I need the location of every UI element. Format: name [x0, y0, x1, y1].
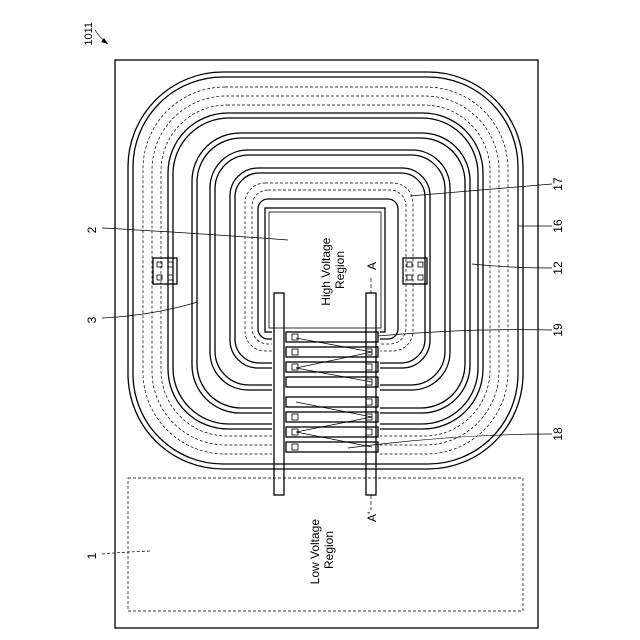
ref-numeral-19: 19: [551, 323, 565, 337]
ref-numeral-18: 18: [551, 427, 565, 441]
ref-numeral-2: 2: [85, 226, 99, 233]
ref-numeral-12: 12: [551, 261, 565, 275]
section-mark-a-prime: A': [365, 512, 379, 522]
high-voltage-label: High Voltage Region: [319, 234, 347, 305]
pad-right: [403, 258, 427, 284]
figure-number: 1011: [83, 22, 95, 46]
low-voltage-label: Low Voltage Region: [308, 516, 336, 585]
figure-number-arrow: [95, 30, 108, 44]
section-mark-a: A: [365, 262, 379, 270]
ref-numeral-3: 3: [85, 316, 99, 323]
ref-numeral-1: 1: [85, 552, 99, 559]
ref-numeral-17: 17: [551, 177, 565, 191]
ref-numeral-16: 16: [551, 219, 565, 233]
channel-mask: [272, 330, 380, 458]
